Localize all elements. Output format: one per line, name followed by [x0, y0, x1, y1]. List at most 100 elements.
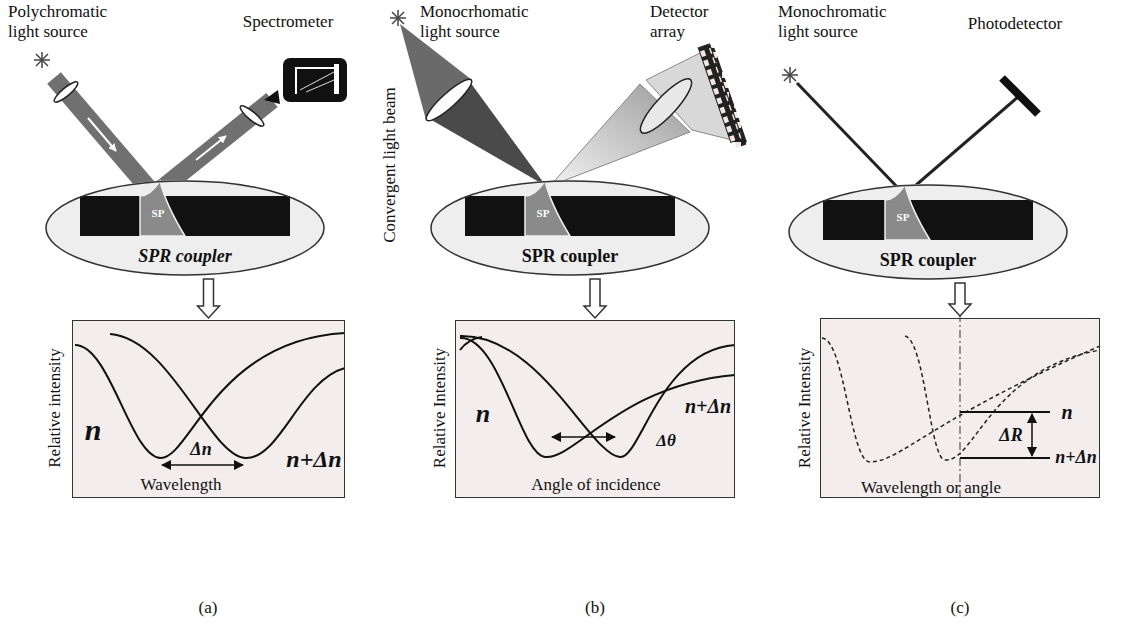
shift-arrow	[552, 436, 615, 438]
resonance-curve	[75, 333, 345, 458]
detector-label: Detector array	[650, 2, 740, 41]
node-text: SPR coupler	[138, 246, 232, 266]
sp-label: SP	[897, 211, 910, 223]
panel-a-illustration	[34, 52, 347, 498]
response-chart: nΔnn+ΔnWavelength	[72, 320, 345, 498]
node-text-box: Wavelength or angle	[861, 478, 1001, 498]
axis-label: Relative Intensity	[430, 348, 450, 468]
node-text-box: Δθ	[656, 431, 675, 451]
node-text: SPR coupler	[522, 246, 619, 266]
resonance-curve	[905, 336, 1100, 460]
coupler-block	[80, 196, 290, 236]
node-text-box: Wavelength	[141, 475, 222, 495]
panel-caption: (a)	[199, 598, 218, 617]
node-text: ΔR	[999, 425, 1022, 445]
resonance-curve	[460, 338, 735, 457]
panel-caption: (b)	[585, 598, 605, 617]
node-text: n	[476, 399, 490, 428]
axis-label: Relative Intensity	[795, 348, 814, 468]
spr-coupler: SPR coupler	[788, 184, 1068, 280]
panel-b-illustration	[390, 10, 742, 498]
source-label: Monochromatic light source	[778, 2, 887, 41]
node-text: Wavelength or angle	[861, 478, 1001, 497]
delta-r-arrow	[1031, 414, 1033, 456]
detector-label: Photodetector	[968, 14, 1062, 33]
node-text-box: Angle of incidence	[531, 475, 660, 495]
sp-field	[140, 181, 185, 236]
node-text-box: n+Δn	[1055, 447, 1097, 468]
node-text-box: n	[1061, 401, 1072, 424]
axis-label: Relative Intensity	[795, 348, 815, 468]
node-text: n+Δn	[286, 446, 341, 472]
operating-point-line	[960, 298, 961, 498]
panel-caption: (c)	[951, 598, 970, 617]
node-text-box: ΔR	[999, 425, 1022, 446]
spr-coupler: SPR coupler	[45, 180, 325, 276]
source-label: Monochromatic light source	[778, 2, 903, 41]
sp-label: SP	[897, 207, 910, 225]
light-source-star	[390, 10, 406, 26]
lens	[634, 73, 698, 139]
spectrometer-box	[283, 58, 347, 102]
node-text: Δθ	[656, 431, 675, 450]
beam-arrow	[88, 118, 116, 151]
node-text-box: n	[85, 413, 102, 448]
sp-field	[525, 181, 570, 236]
axis-label: Relative intensity	[45, 348, 65, 467]
lens	[238, 103, 266, 128]
light-source-star	[782, 67, 798, 83]
resonance-curve	[822, 338, 1100, 462]
chart-ground	[455, 320, 735, 498]
flow-arrow	[198, 279, 220, 318]
axis-label: Relative intensity	[45, 348, 64, 467]
reflected-beam	[908, 97, 1018, 192]
panel-caption: (c)	[951, 598, 970, 618]
node-text: n	[85, 413, 102, 446]
node-text: Angle of incidence	[531, 475, 660, 494]
node-text-box: SPR coupler	[138, 246, 232, 267]
detector-label: Detector array	[650, 2, 709, 41]
response-chart: nΔR n+ΔnWavelength or angle	[820, 318, 1100, 498]
sp-label: SP	[537, 207, 550, 219]
coupler-ellipse-fill	[45, 180, 325, 276]
lens	[52, 79, 80, 104]
node-text: n+Δn	[1055, 447, 1097, 467]
sp-label: SP	[152, 207, 165, 219]
flow-arrow	[584, 279, 606, 318]
shift-arrow	[162, 464, 243, 466]
spr-coupler: SPR coupler	[430, 180, 710, 276]
panel-caption: (b)	[585, 598, 605, 618]
intensity-level	[960, 411, 1050, 413]
response-chart: nn+ΔnΔθAngle of incidence	[455, 320, 735, 498]
node-text-box: SPR coupler	[880, 250, 977, 271]
panel-caption: (a)	[199, 598, 218, 618]
reflected-beam	[160, 100, 272, 190]
coupler-ellipse-fill	[430, 180, 710, 276]
chart-ground	[72, 320, 345, 498]
source-label: Polychromatic light source	[8, 2, 107, 41]
detector-label: Photodetector	[968, 14, 1062, 34]
spectrometer-optics	[300, 72, 334, 92]
node-text-box: n	[476, 399, 490, 429]
sp-label: SP	[152, 203, 165, 221]
spectrometer-grating	[334, 64, 339, 94]
node-text-box: SPR coupler	[522, 246, 619, 267]
intensity-level	[960, 457, 1050, 459]
node-text: Wavelength	[141, 475, 222, 494]
beam-label: Convergent light beam	[380, 87, 399, 243]
source-label: Polychromatic light source	[8, 2, 126, 41]
incident-beam	[797, 83, 902, 192]
node-text: n	[1061, 401, 1072, 423]
coupler-outline	[46, 181, 324, 275]
light-source-star	[34, 52, 50, 68]
panel-c-illustration	[782, 67, 1100, 498]
beam-label: Convergent light beam	[380, 87, 400, 243]
spectrometer-optics	[296, 68, 334, 94]
source-label: Monocrhomatic light source	[420, 2, 529, 41]
beam-arrow	[196, 136, 226, 160]
resonance-curve	[460, 336, 735, 457]
node-text-box: n+Δn	[286, 446, 341, 474]
